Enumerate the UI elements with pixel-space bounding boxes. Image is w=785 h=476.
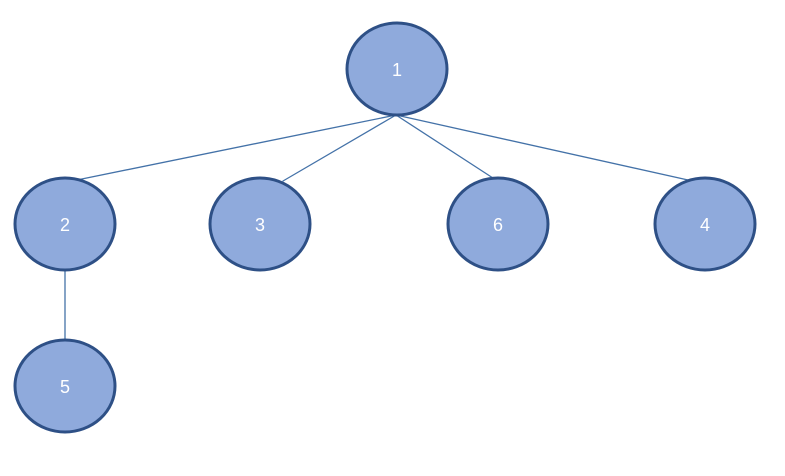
graph-edge-1-4 [395, 114, 689, 181]
node-shape-3[interactable] [208, 176, 312, 272]
graph-node-2[interactable]: 2 [13, 176, 117, 272]
graph-node-1[interactable]: 1 [345, 21, 449, 117]
graph-node-4[interactable]: 4 [653, 176, 757, 272]
graph-edge-1-2 [71, 114, 397, 182]
graph-edge-1-6 [395, 114, 497, 181]
node-shape-4[interactable] [653, 176, 757, 272]
graph-node-3[interactable]: 3 [208, 176, 312, 272]
graph-node-6[interactable]: 6 [446, 176, 550, 272]
node-shape-6[interactable] [446, 176, 550, 272]
node-shape-2[interactable] [13, 176, 117, 272]
edges-layer [64, 114, 689, 341]
node-shape-5[interactable] [13, 338, 117, 434]
graph-edge-1-3 [282, 114, 397, 182]
node-shape-1[interactable] [345, 21, 449, 117]
graph-node-5[interactable]: 5 [13, 338, 117, 434]
